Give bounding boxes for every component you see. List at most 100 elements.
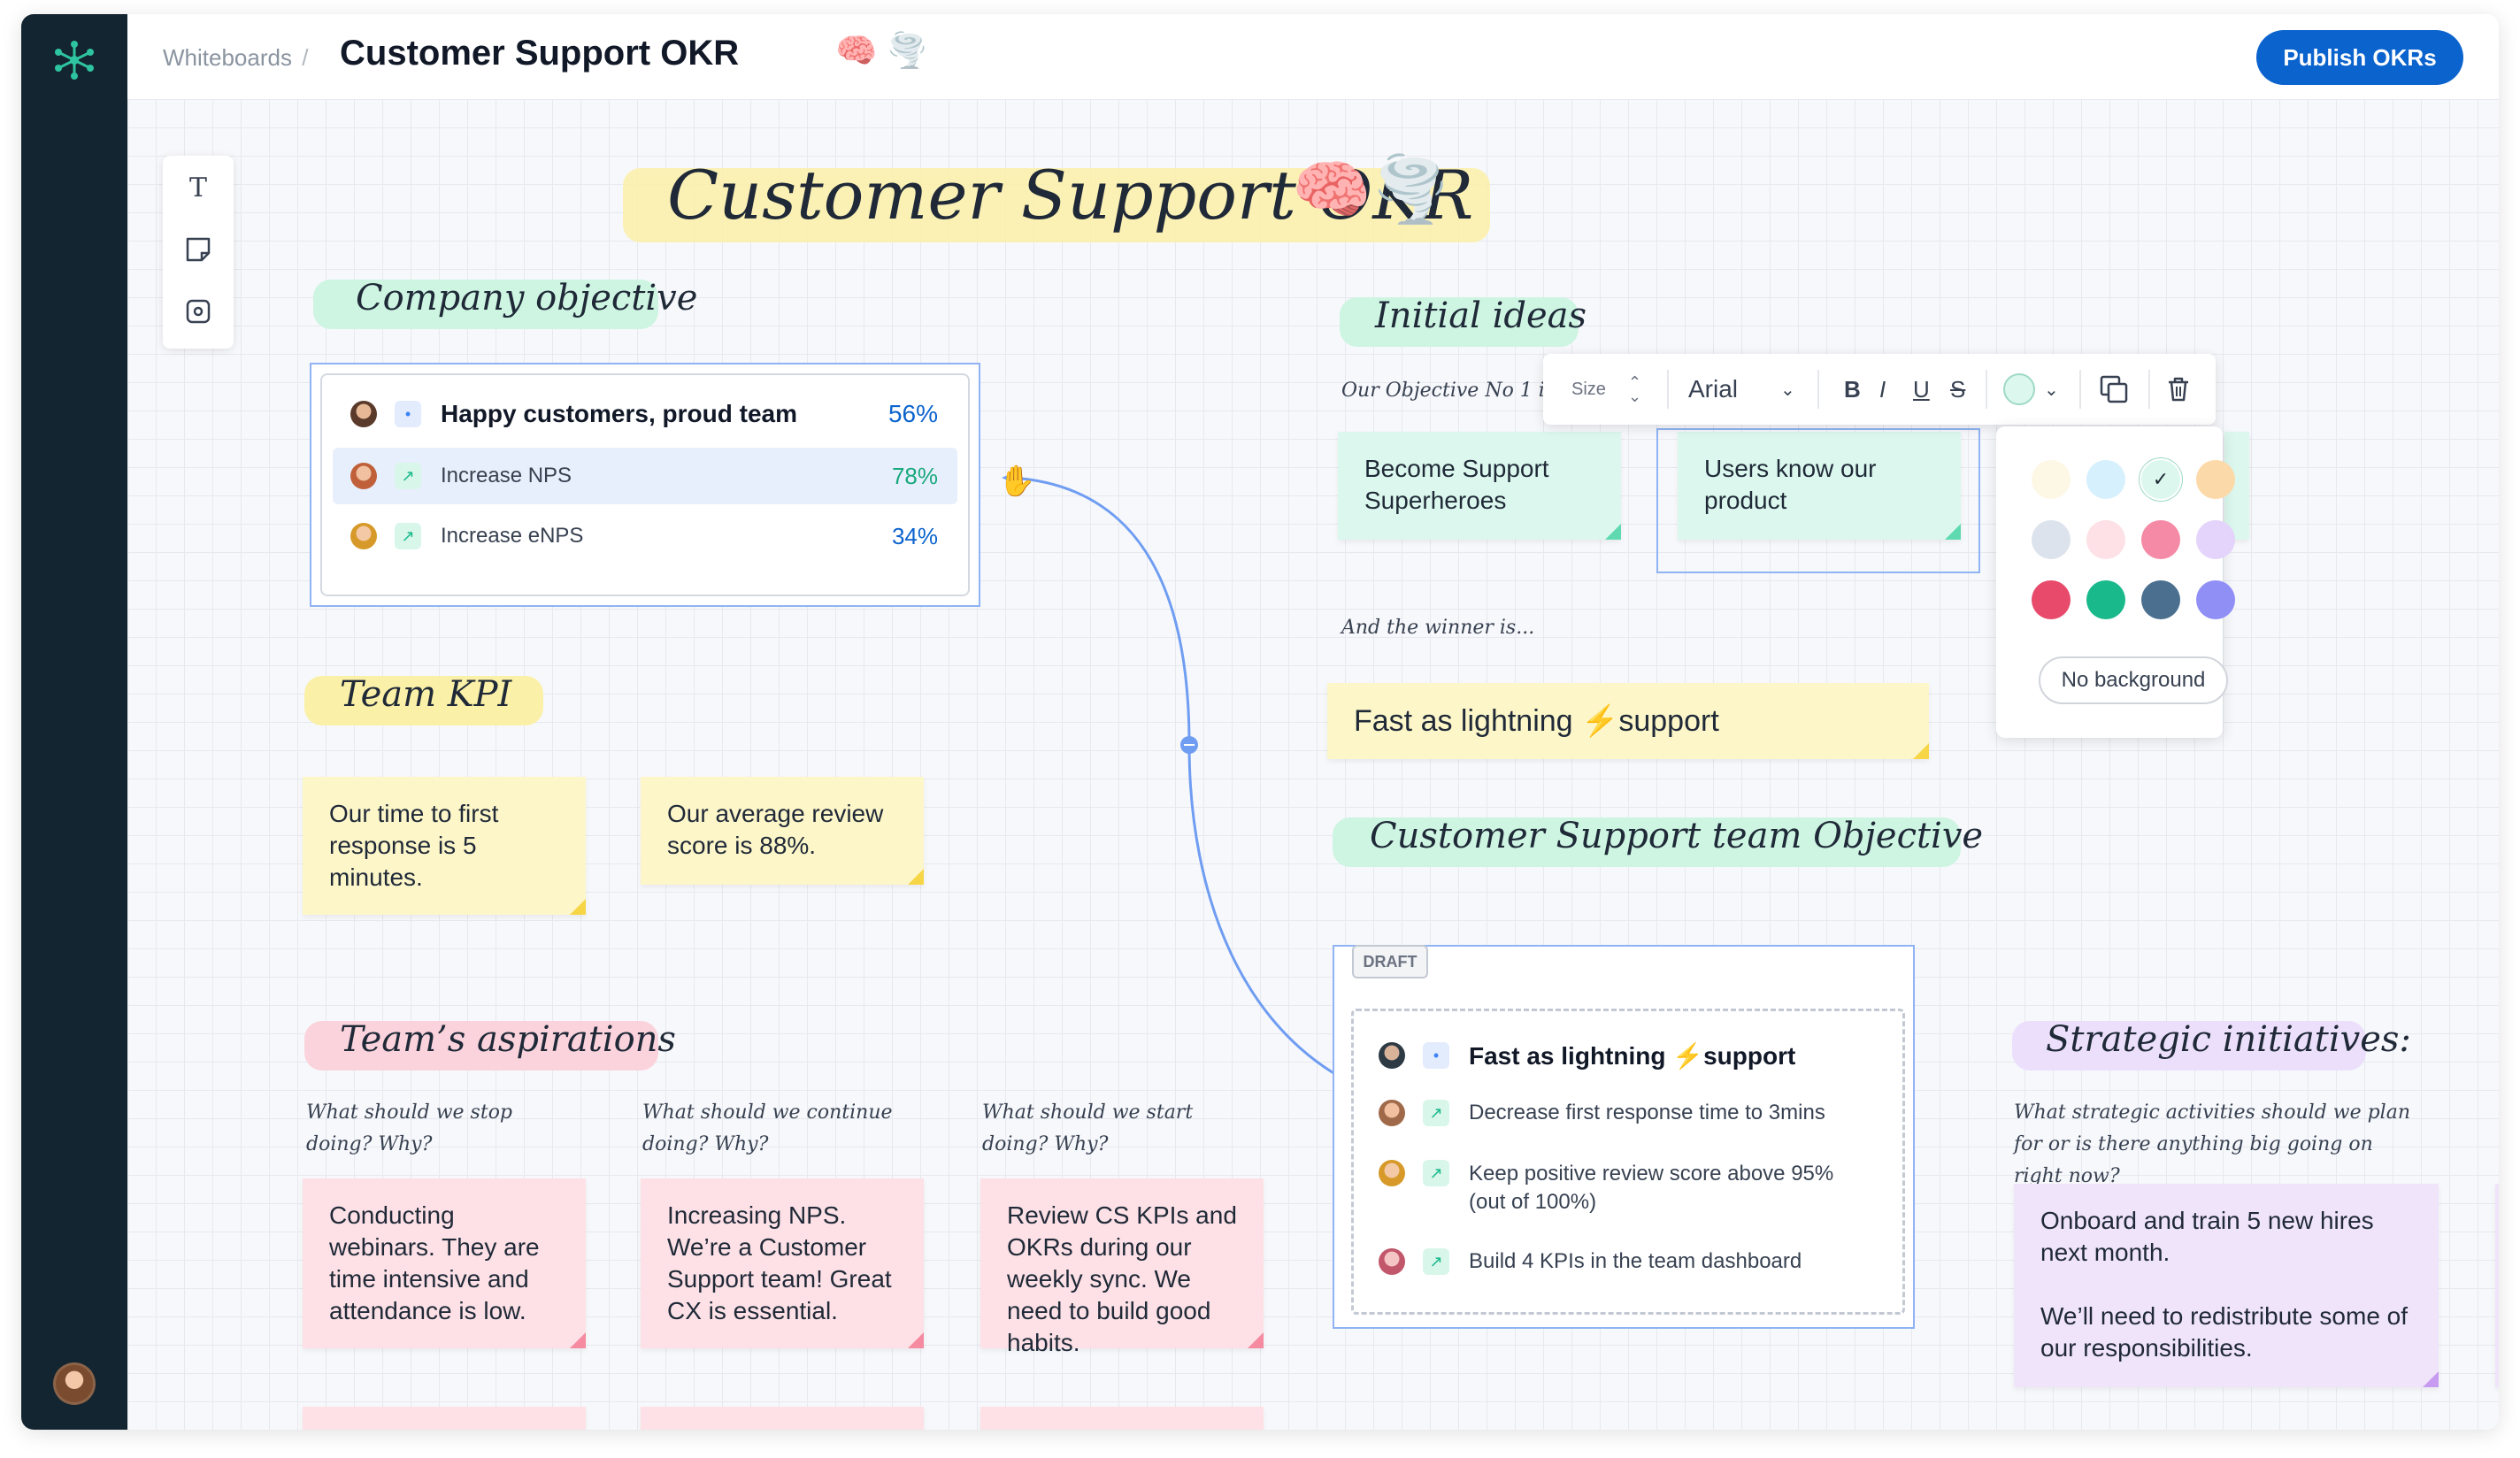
team-okr-card[interactable]: • Fast as lightning ⚡support ↗ Decrease …: [1351, 1009, 1905, 1315]
initial-ideas-label[interactable]: Initial ideas: [1375, 295, 1587, 336]
publish-okrs-button[interactable]: Publish OKRs: [2256, 30, 2463, 85]
grab-cursor-icon: ✋: [998, 464, 1036, 498]
hint-text: What should we stop doing? Why?: [306, 1101, 513, 1155]
embed-tool-icon[interactable]: [181, 294, 216, 329]
heading-highlight: [623, 168, 1490, 242]
sticky-note[interactable]: Increasing NPS. We’re a Customer Support…: [641, 1178, 924, 1348]
team-kpi-highlight: [304, 676, 543, 725]
italic-button[interactable]: I: [1879, 375, 1886, 403]
note-text: Our average review score is 88%.: [667, 800, 884, 859]
key-result-row[interactable]: ↗ Increase NPS 78%: [333, 448, 957, 504]
user-avatar[interactable]: [53, 1362, 96, 1405]
owner-avatar: [350, 523, 377, 549]
strikethrough-button[interactable]: S: [1950, 375, 1966, 403]
sticky-note-tool-icon[interactable]: [181, 232, 216, 267]
top-bar: Whiteboards / Customer Support OKR 🧠 🌪️ …: [127, 14, 2499, 99]
color-swatch-selected[interactable]: ✓: [2141, 460, 2180, 499]
owner-avatar: [1379, 1160, 1405, 1186]
size-label: Size: [1571, 379, 1606, 399]
app-window: Whiteboards / Customer Support OKR 🧠 🌪️ …: [21, 14, 2499, 1430]
winner-sticky-note[interactable]: Fast as lightning ⚡support: [1327, 683, 1929, 759]
connector-line[interactable]: [977, 471, 1455, 1143]
color-swatch[interactable]: [2086, 520, 2125, 559]
objective-row[interactable]: • Fast as lightning ⚡support: [1354, 1038, 1902, 1073]
trend-icon: ↗: [395, 463, 421, 489]
color-swatch[interactable]: [2086, 460, 2125, 499]
whiteboard-canvas[interactable]: T Customer Support OKR 🧠🌪️ Company objec…: [127, 99, 2499, 1430]
trend-icon: ↗: [395, 523, 421, 549]
team-kpi-label[interactable]: Team KPI: [340, 674, 512, 715]
cs-objective-highlight: [1333, 817, 1961, 867]
current-color-swatch: [2003, 373, 2035, 405]
sticky-note-partial[interactable]: [303, 1407, 586, 1430]
color-swatch[interactable]: [2196, 520, 2235, 559]
selection-box[interactable]: [1656, 428, 1980, 573]
sticky-note-partial[interactable]: [2495, 1184, 2499, 1387]
sticky-note[interactable]: Our time to first response is 5 minutes.: [303, 777, 586, 915]
color-picker-button[interactable]: ⌄: [2003, 354, 2059, 425]
strategic-highlight: [2012, 1021, 2366, 1070]
hint-text: And the winner is...: [1341, 617, 1535, 639]
company-objective-label[interactable]: Company objective: [356, 278, 698, 318]
strategic-initiatives-label[interactable]: Strategic initiatives:: [2046, 1019, 2411, 1060]
duplicate-icon[interactable]: [2099, 354, 2129, 425]
note-text: Become Support Superheroes: [1364, 455, 1549, 514]
note-text: Fast as lightning ⚡support: [1354, 704, 1719, 738]
company-okr-card[interactable]: • Happy customers, proud team 56% ↗ Incr…: [320, 373, 970, 596]
sticky-note[interactable]: Conducting webinars. They are time inten…: [303, 1178, 586, 1348]
note-text-line1: Onboard and train 5 new hires next month…: [2040, 1207, 2374, 1266]
key-result-row[interactable]: ↗ Build 4 KPIs in the team dashboard: [1354, 1248, 1902, 1275]
trend-icon: ↗: [1423, 1100, 1449, 1126]
objective-row[interactable]: • Happy customers, proud team 56%: [333, 386, 957, 442]
hint-text: What strategic activities should we plan…: [2014, 1101, 2410, 1187]
font-select[interactable]: Arial: [1688, 354, 1738, 425]
board-heading-emoji: 🧠🌪️: [1292, 152, 1451, 226]
left-rail: [21, 14, 127, 1430]
cs-team-objective-label[interactable]: Customer Support team Objective: [1370, 816, 1984, 856]
sticky-note[interactable]: Our average review score is 88%.: [641, 777, 924, 885]
trend-icon: ↗: [1423, 1248, 1449, 1275]
trash-icon[interactable]: [2166, 354, 2191, 425]
sticky-note[interactable]: Onboard and train 5 new hires next month…: [2014, 1184, 2439, 1387]
note-text: Review CS KPIs and OKRs during our weekl…: [1007, 1201, 1237, 1356]
color-palette: ✓ No background: [1996, 426, 2235, 738]
draft-badge: DRAFT: [1352, 945, 1428, 978]
size-stepper-icon[interactable]: ⌃⌄: [1628, 373, 1642, 405]
font-dropdown-icon[interactable]: ⌄: [1780, 380, 1795, 400]
toolbar-divider: [1986, 370, 1987, 409]
key-result-row[interactable]: ↗ Keep positive review score above 95% (…: [1354, 1160, 1902, 1216]
color-swatch[interactable]: [2032, 580, 2071, 619]
app-logo-icon[interactable]: [53, 39, 96, 81]
key-result-row[interactable]: ↗ Increase eNPS 34%: [333, 508, 957, 564]
toolbar-divider: [1817, 370, 1819, 409]
sticky-note-partial[interactable]: [980, 1407, 1264, 1430]
no-background-button[interactable]: No background: [2039, 656, 2228, 704]
format-toolbar: Size ⌃⌄ Arial ⌄ B I U S ⌄: [1543, 354, 2216, 425]
sticky-note-partial[interactable]: [641, 1407, 924, 1430]
color-swatch[interactable]: [2196, 460, 2235, 499]
color-swatch[interactable]: [2141, 580, 2180, 619]
color-swatch[interactable]: [2032, 460, 2071, 499]
note-text: Increasing NPS. We’re a Customer Support…: [667, 1201, 892, 1324]
color-swatch[interactable]: [2141, 520, 2180, 559]
key-result-progress: 78%: [891, 462, 938, 489]
note-spacer: [2040, 1269, 2412, 1301]
underline-button[interactable]: U: [1913, 375, 1930, 403]
color-swatch[interactable]: [2086, 580, 2125, 619]
color-swatch[interactable]: [2032, 520, 2071, 559]
check-icon: ✓: [2152, 468, 2170, 490]
toolbar-divider: [2079, 370, 2081, 409]
key-result-row[interactable]: ↗ Decrease first response time to 3mins: [1354, 1100, 1902, 1126]
breadcrumb-whiteboards[interactable]: Whiteboards: [163, 44, 292, 71]
toolbox: T: [163, 156, 234, 349]
color-swatch[interactable]: [2196, 580, 2235, 619]
bold-button[interactable]: B: [1844, 375, 1861, 403]
sticky-note[interactable]: Review CS KPIs and OKRs during our weekl…: [980, 1178, 1264, 1356]
objective-icon: •: [395, 401, 421, 427]
board-heading: Customer Support OKR: [667, 156, 1474, 234]
key-result-title: Increase NPS: [441, 464, 572, 487]
text-tool-icon[interactable]: T: [188, 172, 207, 203]
sticky-note-selected[interactable]: Users know our product: [1678, 432, 1961, 540]
sticky-note[interactable]: Become Support Superheroes: [1338, 432, 1621, 540]
team-aspirations-label[interactable]: Team’s aspirations: [340, 1019, 676, 1060]
